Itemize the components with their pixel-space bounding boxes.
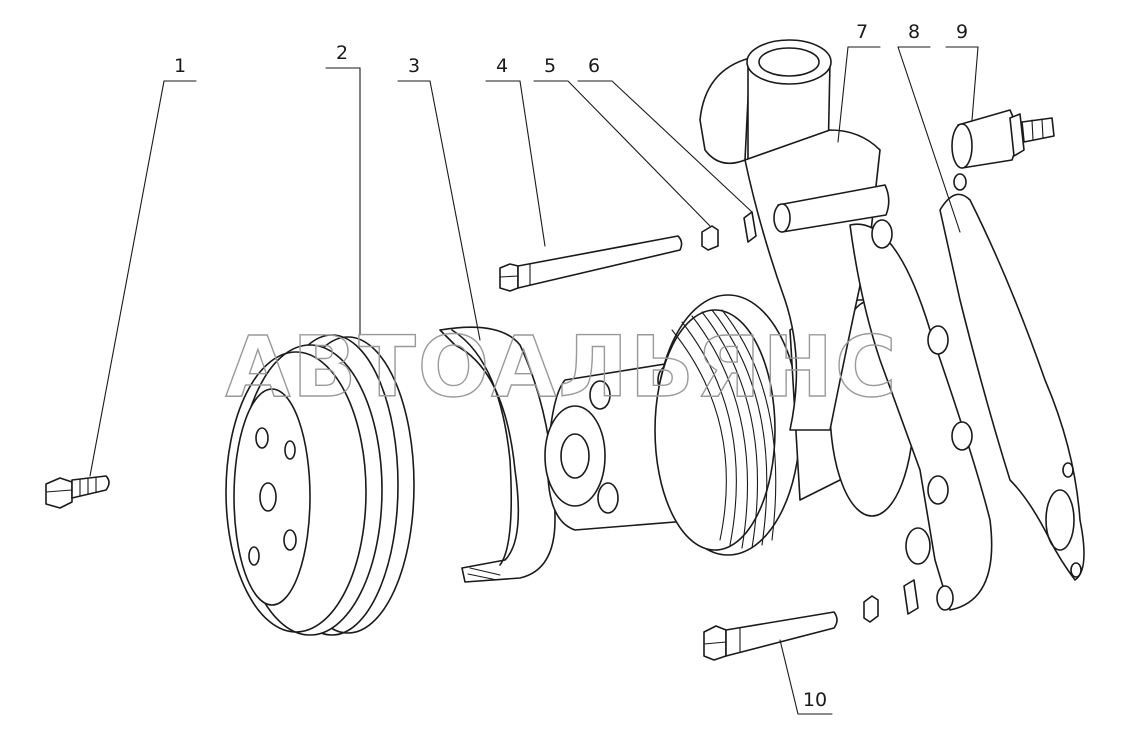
gasket	[939, 173, 1085, 581]
leader-lines	[89, 46, 979, 715]
callout-5: 5	[544, 55, 556, 77]
pump-hub-assembly	[544, 294, 915, 556]
part-7-housing	[699, 39, 890, 431]
part-10-bolt	[703, 579, 919, 661]
part-1-bolt	[45, 475, 110, 509]
part-6-washer	[743, 211, 757, 243]
callout-4: 4	[496, 55, 508, 77]
callout-10: 10	[803, 689, 827, 711]
callout-9: 9	[956, 21, 968, 43]
part-2-pulley	[225, 334, 415, 636]
part-4-bolt	[499, 235, 683, 292]
callout-8: 8	[908, 21, 920, 43]
watermark: АВТОАЛЬЯНС	[225, 318, 898, 416]
part-9-fitting	[951, 109, 1055, 169]
part-5-nut	[701, 225, 719, 251]
part-8-cover	[849, 219, 993, 611]
part-3-belt	[439, 326, 556, 583]
callout-labels: 1 2 3 4 5 6 7 8 9 10	[174, 21, 968, 711]
callout-7: 7	[856, 21, 868, 43]
callout-6: 6	[588, 55, 600, 77]
callout-2: 2	[336, 42, 348, 64]
callout-1: 1	[174, 55, 186, 77]
callout-3: 3	[408, 55, 420, 77]
